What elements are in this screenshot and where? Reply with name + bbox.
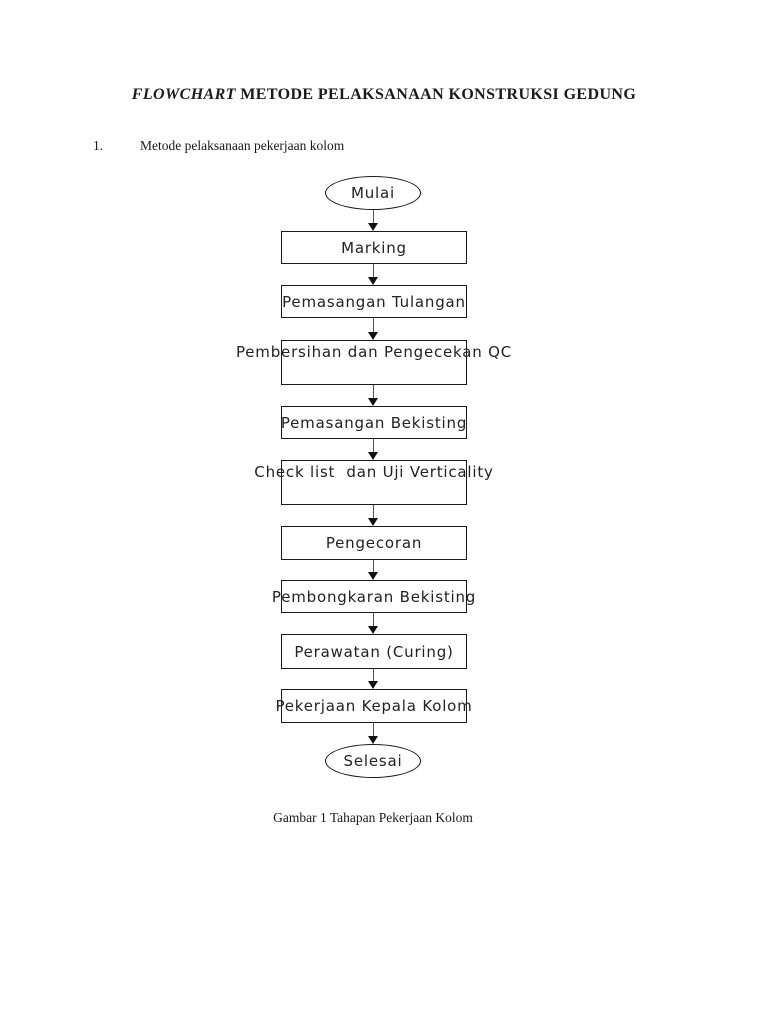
node-label: Pembongkaran Bekisting [271,587,477,606]
arrow-down-icon [368,452,378,460]
flowchart-node-check-list-dan-uji-verticality: Check list dan Uji Verticality [254,460,493,505]
flow-connector-arrow [368,264,379,285]
flow-connector-arrow [368,723,379,744]
node-label: Perawatan (Curing) [294,642,454,661]
arrow-shaft [373,264,374,278]
arrow-down-icon [368,518,378,526]
arrow-down-icon [368,398,378,406]
page-title-italic: FLOWCHART [131,86,236,103]
arrow-shaft [373,669,374,682]
arrow-shaft [373,385,374,399]
node-label: Pekerjaan Kepala Kolom [275,697,473,715]
arrow-shaft [373,613,374,627]
arrow-shaft [373,318,374,333]
flowchart-node-pemasangan-bekisting: Pemasangan Bekisting [281,406,467,439]
node-label: Mulai [351,184,395,202]
node-label: Pembersihan dan Pengecekan QC [235,343,513,361]
flowchart-node-pembersihan-dan-pengecekan-qc: Pembersihan dan Pengecekan QC [236,340,511,385]
arrow-down-icon [368,736,378,744]
flowchart-node-pembongkaran-bekisting: Pembongkaran Bekisting [272,580,475,613]
node-label: Pengecoran [325,534,423,552]
flow-connector-arrow [368,439,379,460]
flowchart-node-perawatan-curing-: Perawatan (Curing) [281,634,467,669]
flowchart-node-pekerjaan-kepala-kolom: Pekerjaan Kepala Kolom [275,689,472,723]
arrow-shaft [373,439,374,453]
node-label: Pemasangan Tulangan [282,292,466,311]
flowchart-node-pengecoran: Pengecoran [281,526,467,560]
flow-connector-arrow [368,505,379,526]
arrow-shaft [373,560,374,573]
flowchart-node-marking: Marking [281,231,467,264]
arrow-down-icon [368,332,378,340]
node-label: Selesai [343,752,403,770]
arrow-shaft [373,723,374,737]
flowchart-node-mulai: Mulai [325,176,421,210]
flowchart-node-selesai: Selesai [325,744,421,778]
flow-connector-arrow [368,669,379,689]
page-title-rest: METODE PELAKSANAAN KONSTRUKSI GEDUNG [235,86,637,103]
page-title: FLOWCHART METODE PELAKSANAAN KONSTRUKSI … [0,86,768,104]
flow-connector-arrow [368,318,379,340]
arrow-down-icon [368,223,378,231]
flow-connector-arrow [368,210,379,231]
section-title: Metode pelaksanaan pekerjaan kolom [140,138,345,153]
flowchart-node-pemasangan-tulangan: Pemasangan Tulangan [281,285,467,318]
arrow-down-icon [368,681,378,689]
section-number: 1. [93,138,104,153]
arrow-shaft [373,210,374,224]
node-label: Pemasangan Bekisting [280,413,468,432]
flow-connector-arrow [368,385,379,406]
flow-connector-arrow [368,613,379,634]
arrow-down-icon [368,626,378,634]
figure-caption: Gambar 1 Tahapan Pekerjaan Kolom [273,810,473,825]
node-label: Check list dan Uji Verticality [254,463,494,481]
flow-connector-arrow [368,560,379,580]
node-label: Marking [341,238,407,257]
arrow-shaft [373,505,374,519]
arrow-down-icon [368,277,378,285]
arrow-down-icon [368,572,378,580]
